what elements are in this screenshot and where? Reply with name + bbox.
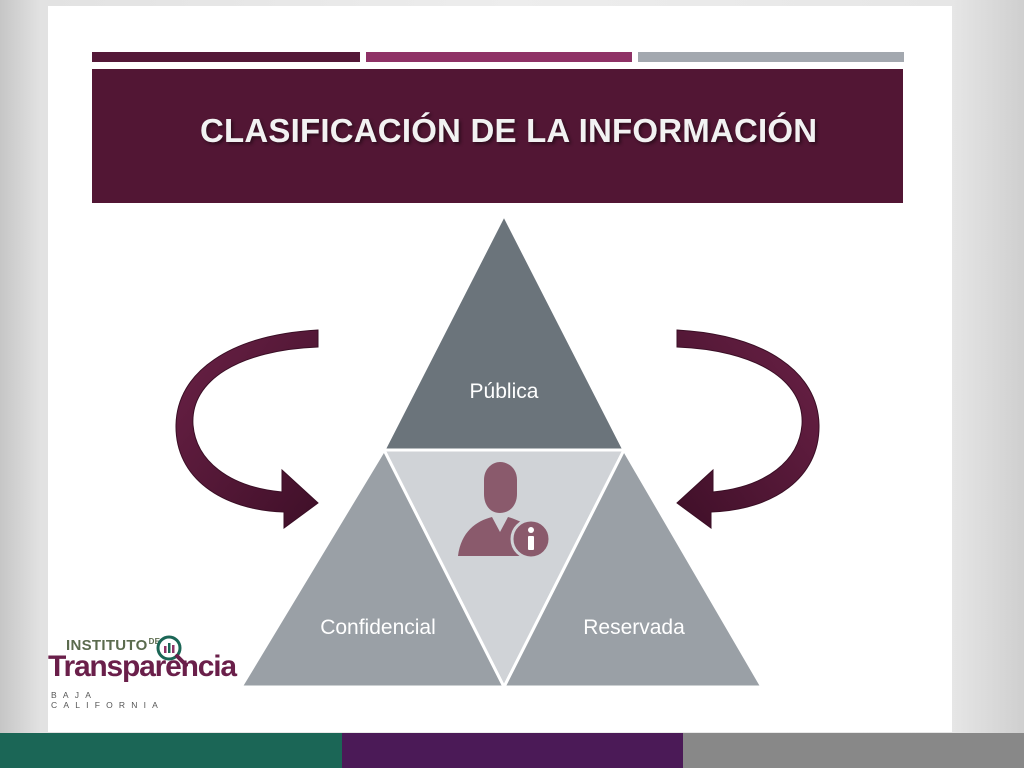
label-reservada: Reservada <box>583 616 685 639</box>
user-info-icon <box>458 462 552 560</box>
curved-arrow-right-icon <box>676 329 820 529</box>
header-stripe-magenta <box>366 52 632 62</box>
logo-line-transparencia: Transparencia <box>48 650 237 683</box>
label-confidencial: Confidencial <box>320 616 436 639</box>
footer-band-green <box>0 733 342 768</box>
footer-band-gray <box>683 733 1024 768</box>
logo-line-instituto: INSTITUTODE <box>66 637 161 654</box>
triangle-confidencial <box>238 446 507 689</box>
curved-arrow-left-icon <box>175 329 319 529</box>
footer-band-purple <box>342 733 683 768</box>
title-bar <box>92 69 903 203</box>
header-stripe-gray <box>638 52 904 62</box>
header-stripe-dark <box>92 52 360 62</box>
triangle-publica <box>381 211 627 452</box>
magnifying-glass-icon <box>156 635 188 667</box>
logo-line-baja-california: BAJA CALIFORNIA <box>51 690 165 710</box>
slide-title: CLASIFICACIÓN DE LA INFORMACIÓN <box>200 112 818 149</box>
triangle-reservada <box>501 446 765 689</box>
institute-logo: INSTITUTODE Transparencia BAJA CALIFORNI… <box>48 634 237 710</box>
label-publica: Pública <box>470 380 539 403</box>
